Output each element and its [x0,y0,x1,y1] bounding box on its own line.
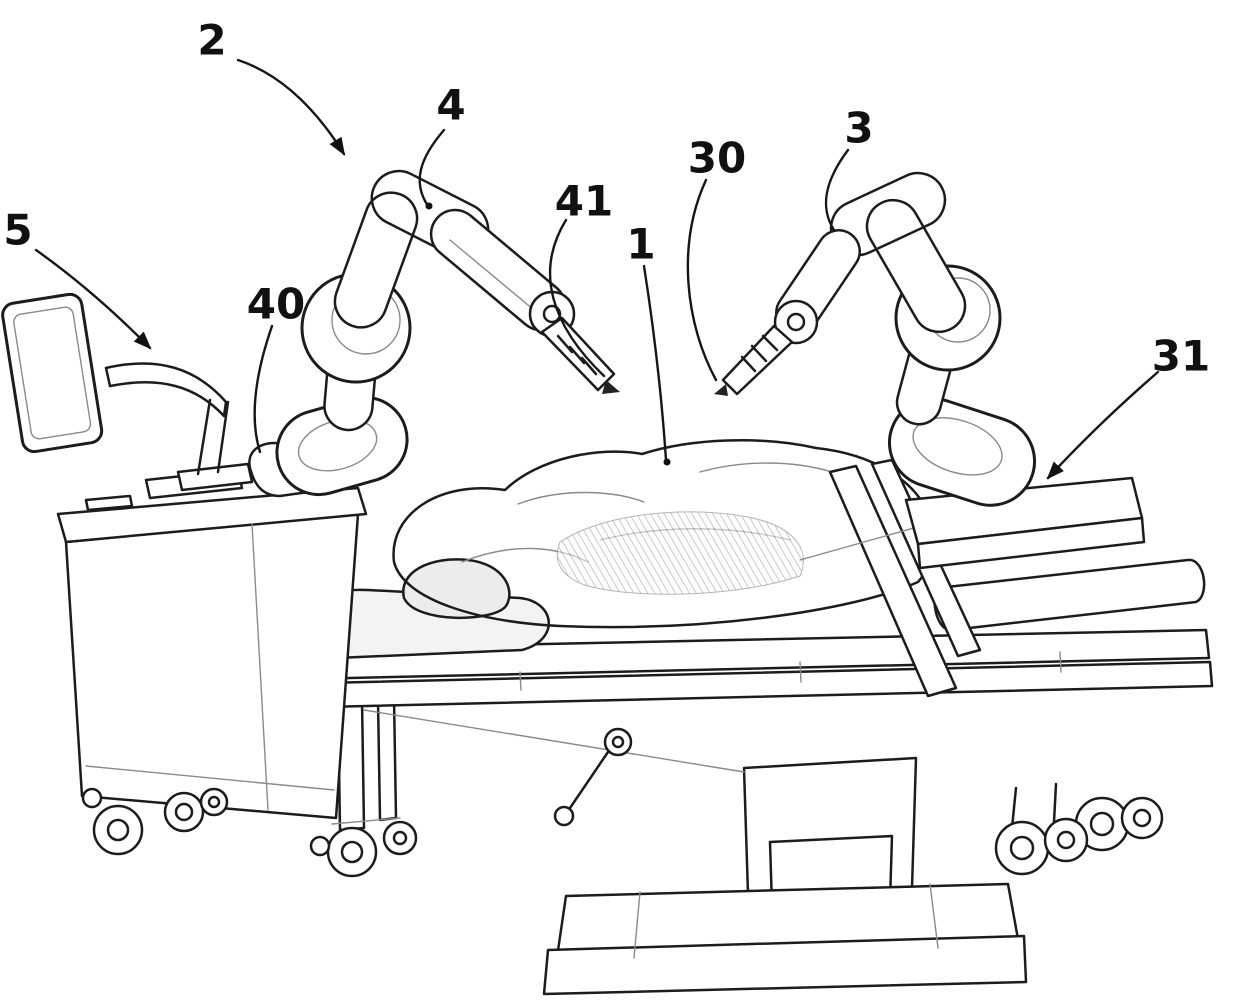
table-crank-handle [553,727,633,827]
ref-label-4: 4 [436,81,465,130]
ref-leader-30 [686,178,718,382]
ref-leader-dot-4 [425,202,433,210]
left-instrument [540,316,620,394]
ref-label-2: 2 [197,16,226,65]
ref-leader-dot-1 [663,458,671,466]
right-robot-arm [714,171,1146,570]
control-cart [1,292,368,856]
table-pedestal [542,756,1028,996]
ref-label-31: 31 [1152,332,1210,381]
right-instrument [714,324,794,396]
ref-leader-1 [642,264,668,462]
ref-leader-5 [34,248,152,350]
ref-leader-40 [253,324,274,454]
table-legs [309,696,418,878]
ref-leader-41 [548,218,606,378]
cart-handle [84,494,134,512]
monitor [1,292,104,454]
ref-label-30: 30 [688,134,746,183]
ref-leader-31 [1046,370,1160,480]
operating-table [260,558,1214,773]
table-casters-right [994,782,1164,876]
monitor-arm [104,362,228,418]
cart-casters [81,787,229,856]
ref-label-40: 40 [247,280,305,329]
ref-leader-3 [824,148,850,232]
ref-leader-2 [236,58,346,156]
left-robot-arm [248,169,620,498]
ref-leader-4 [418,128,446,208]
ref-label-1: 1 [626,220,655,269]
patient-body [392,439,986,698]
ref-label-5: 5 [3,206,32,255]
ref-label-3: 3 [844,104,873,153]
ref-label-41: 41 [555,177,613,226]
